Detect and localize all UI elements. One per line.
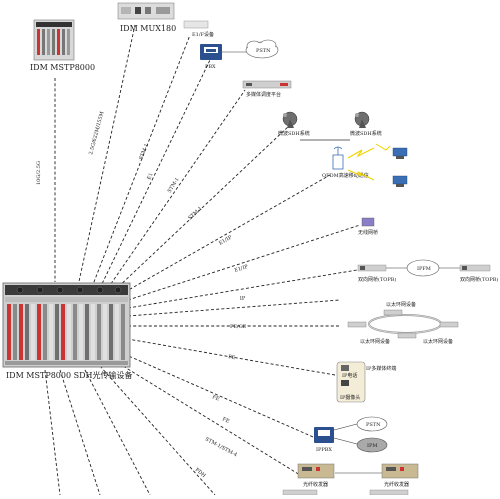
microwave-right: 微波SDH系统: [350, 111, 382, 137]
label-fe-b: FE: [211, 394, 220, 402]
bottom-devices: [282, 489, 409, 496]
optical-left-device: 双向网桥(TOPB): [357, 264, 396, 283]
label-e1: E1: [146, 172, 154, 181]
link-bottom-b: [59, 369, 101, 496]
mstp-top-label: IDM MSTP8000: [30, 63, 95, 72]
label-fe: FE: [228, 354, 236, 361]
pbx-label: PBX: [205, 64, 216, 70]
link-ip: [127, 299, 341, 317]
tx-left-label: 光纤收发器: [303, 481, 328, 488]
tx-right-device: 光纤收发器: [381, 463, 419, 488]
microwave1-label: 微波SDH系统: [278, 130, 310, 137]
pstn-top-cloud: PSTN: [245, 39, 279, 59]
link-bridge: [127, 224, 361, 301]
label-stm1-a: STM-1: [138, 143, 150, 161]
ring-left-label: 以太环网设备: [360, 338, 390, 345]
ippbx-device: IPPBX: [314, 423, 358, 453]
ethernet-ring: 以太环网设备 以太环网设备 以太环网设备: [347, 301, 459, 345]
label-stm: STM-1/STM-4: [204, 436, 238, 458]
mstp-top-device: IDM MSTP8000: [30, 19, 95, 72]
ring-top-label: 以太环网设备: [386, 301, 416, 308]
link-e1: [91, 34, 191, 288]
label-stm1-c: STM-1: [187, 206, 203, 222]
ipfm-cloud: IPFM: [406, 259, 440, 277]
link-ofdm: [124, 174, 331, 293]
label-ip: IP: [240, 295, 246, 301]
main-device-label: IDM MSTP8000 SDH光传输设备: [6, 370, 132, 380]
bridge-label: 无线网桥: [358, 229, 378, 236]
link-pdh: [99, 365, 216, 496]
optical-left-label: 双向网桥(TOPB): [358, 276, 396, 283]
tx-right-label: 光纤收发器: [384, 481, 409, 488]
connection-lines: [44, 24, 460, 496]
optical-right-label: 双向网桥(TOPB): [460, 276, 498, 283]
e1-device: E1/F设备: [183, 20, 214, 38]
ipfm-label: IPFM: [417, 266, 431, 272]
link-media: [107, 89, 246, 289]
ofdm-device: OFDM高速移动通信: [322, 146, 369, 179]
media-device: 多媒体调度平台: [242, 80, 292, 98]
ipnet-label: IPM: [367, 443, 377, 449]
ip-media-label: IP多媒体终端: [366, 365, 396, 372]
ofdm-terminal-top: [392, 147, 408, 159]
mux-device: IDM MUX180: [117, 2, 176, 33]
optical-right-device: 双向网桥(TOPB): [459, 264, 498, 283]
ipnet-cloud: IPM: [356, 437, 388, 453]
microwave2-label: 微波SDH系统: [350, 130, 382, 137]
tx-left-device: 光纤收发器: [297, 463, 335, 488]
pstn-top-label: PSTN: [256, 48, 271, 54]
label-fe-c: FE: [221, 416, 230, 425]
link-optical: [127, 269, 358, 309]
ippbx-label: IPPBX: [316, 447, 332, 453]
link-microwave: [114, 124, 291, 291]
link-bottom-c: [44, 369, 61, 496]
main-sdh-device: IDM MSTP8000 SDH光传输设备: [2, 282, 132, 380]
media-label: 多媒体调度平台: [246, 91, 281, 98]
ip-terminals: IP电话 IP摄像头 IP多媒体终端: [336, 361, 396, 403]
mux-label: IDM MUX180: [120, 24, 176, 33]
lightning-bolts: [347, 143, 391, 181]
link-stm: [109, 357, 301, 476]
microwave-left: 微波SDH系统: [278, 111, 310, 137]
e1-label: E1/F设备: [192, 31, 214, 38]
link-pbx: [99, 59, 211, 289]
label-mux: 2.5G/622M/155M: [88, 111, 105, 156]
pstn-bottom-cloud: PSTN: [356, 416, 388, 432]
ip-phone-label: IP电话: [342, 372, 357, 379]
ofdm-label: OFDM高速移动通信: [322, 172, 369, 179]
ip-cam-label: IP摄像头: [340, 394, 360, 401]
bridge-device: 无线网桥: [358, 217, 378, 236]
label-stm1-b: STM-1: [167, 177, 181, 194]
link-bottom-a: [84, 369, 151, 496]
link-mux: [77, 24, 136, 287]
pbx-device: PBX: [200, 44, 248, 70]
ofdm-terminal-bottom: [392, 175, 408, 187]
pstn-bottom-label: PSTN: [366, 422, 381, 428]
label-e1ip: E1/IP: [218, 234, 234, 246]
link-fe-b: [114, 349, 321, 441]
label-vertical: 10G/2.5G: [36, 161, 42, 185]
label-fege: FE/GE: [230, 324, 247, 330]
label-e1ip-b: E1/IP: [234, 264, 250, 274]
label-pdh: PDH: [194, 467, 207, 480]
ring-right-label: 以太环网设备: [423, 338, 453, 345]
